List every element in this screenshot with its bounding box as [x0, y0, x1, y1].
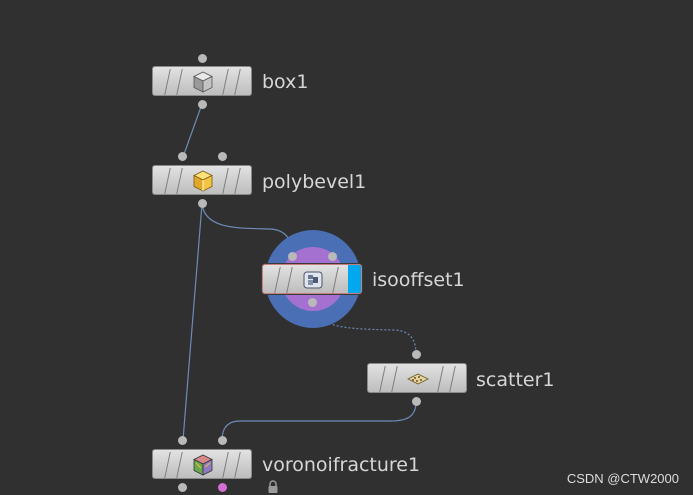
- iso-offset-icon: [303, 271, 323, 289]
- box1-output-port[interactable]: [198, 100, 207, 109]
- isooffset1-input-port-1[interactable]: [288, 252, 297, 261]
- wire-scatter1-to-voronoifracture1: [221, 401, 417, 441]
- node-polybevel1[interactable]: [152, 165, 252, 195]
- node-scatter1[interactable]: [367, 363, 467, 393]
- display-flag[interactable]: [348, 265, 361, 293]
- voronoifracture1-input-port-2[interactable]: [218, 436, 227, 445]
- bevel-box-icon: [193, 170, 213, 192]
- watermark: CSDN @CTW2000: [566, 471, 679, 486]
- polybevel1-output-port[interactable]: [198, 199, 207, 208]
- cube-icon: [193, 71, 213, 93]
- node-label-voronoifracture1: voronoifracture1: [262, 454, 421, 476]
- box1-input-port[interactable]: [198, 54, 207, 63]
- node-voronoifracture1[interactable]: [152, 449, 252, 479]
- node-isooffset1[interactable]: [262, 264, 362, 294]
- node-box1[interactable]: [152, 66, 252, 96]
- node-label-box1: box1: [262, 71, 309, 93]
- polybevel1-input-port-2[interactable]: [218, 152, 227, 161]
- scatter-icon: [407, 373, 429, 385]
- scatter1-input-port[interactable]: [412, 350, 421, 359]
- voronoifracture1-input-port-1[interactable]: [178, 436, 187, 445]
- fracture-cube-icon: [193, 454, 213, 476]
- scatter1-output-port[interactable]: [412, 397, 421, 406]
- voronoifracture1-output-port-2[interactable]: [218, 483, 227, 492]
- node-label-isooffset1: isooffset1: [372, 269, 465, 291]
- wire-polybevel1-to-voronoifracture1: [182, 203, 203, 441]
- lock-icon[interactable]: [266, 480, 280, 494]
- isooffset1-output-port[interactable]: [308, 298, 317, 307]
- isooffset1-input-port-2[interactable]: [328, 252, 337, 261]
- node-label-polybevel1: polybevel1: [262, 171, 367, 193]
- wire-box1-to-polybevel1: [182, 103, 203, 158]
- polybevel1-input-port-1[interactable]: [178, 152, 187, 161]
- node-label-scatter1: scatter1: [476, 369, 555, 391]
- voronoifracture1-output-port-1[interactable]: [178, 483, 187, 492]
